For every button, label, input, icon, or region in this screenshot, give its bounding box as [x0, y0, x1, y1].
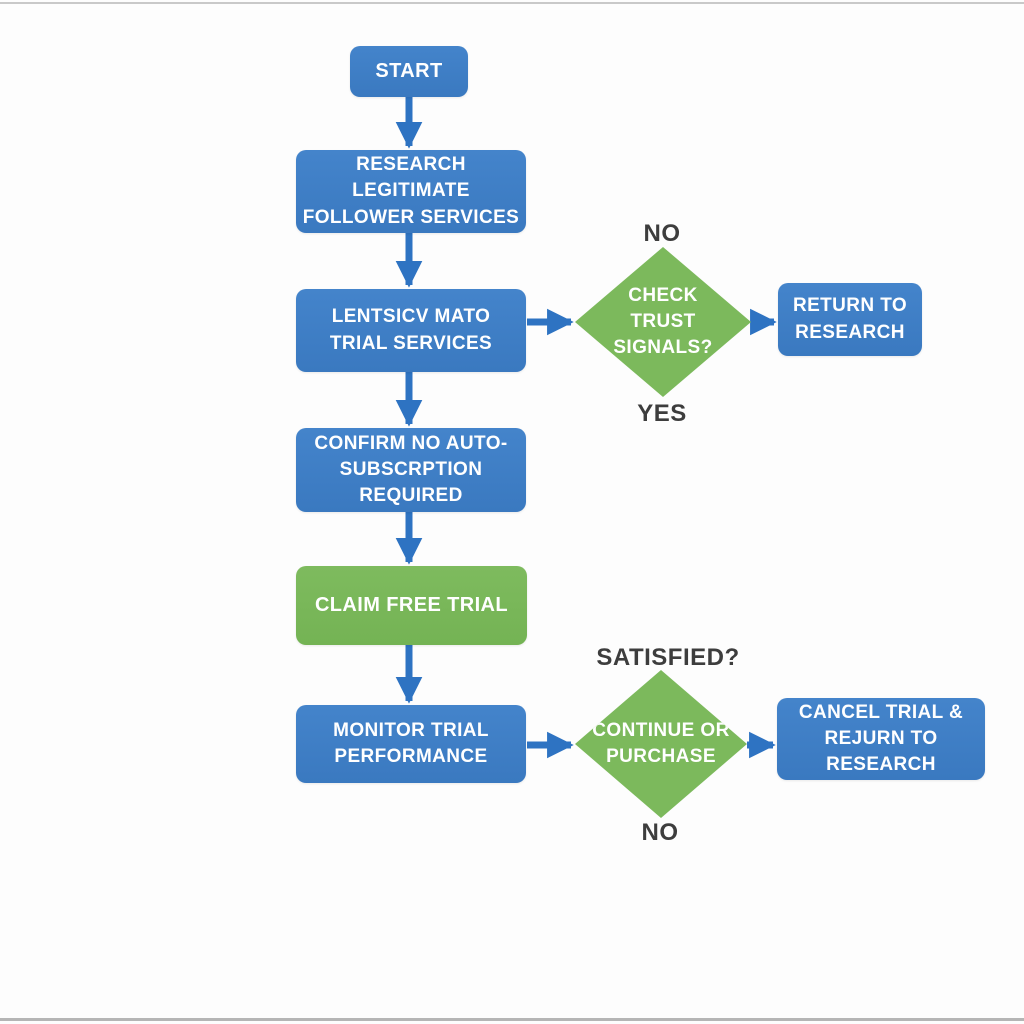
- node-continue-label-line2: PURCHASE: [606, 746, 716, 767]
- node-trial-services-label-line2: TRIAL SERVICES: [329, 332, 493, 354]
- node-claim-free-trial: CLAIM FREE TRIAL: [296, 566, 527, 645]
- edge-label-no-bottom: NO: [641, 819, 679, 846]
- node-trial-services-label-line1: LENTSICV MATO: [331, 306, 491, 328]
- node-cancel-label-line1: CANCEL TRIAL &: [798, 701, 964, 723]
- node-continue-label-line1: CONTINUE OR: [592, 719, 730, 741]
- top-border-line: [0, 2, 1024, 4]
- node-cancel-label-line2: REJURN TO RESEARCH: [824, 727, 938, 776]
- node-confirm-no-auto: CONFIRM NO AUTO- SUBSCRPTION REQUIRED: [296, 428, 526, 512]
- edge-label-yes: YES: [637, 400, 687, 427]
- edge-label-no-top: NO: [643, 220, 681, 247]
- node-return-label-line2: RESEARCH: [795, 321, 905, 343]
- node-research-label-line1: RESEARCH LEGITIMATE: [352, 154, 470, 202]
- node-return-to-research: RETURN TO RESEARCH: [778, 283, 922, 356]
- bottom-border-line: [0, 1018, 1024, 1021]
- node-check-trust-label-line1: CHECK: [628, 284, 698, 306]
- node-confirm-label-line1: CONFIRM NO AUTO-: [314, 432, 508, 454]
- node-cancel-trial: CANCEL TRIAL & REJURN TO RESEARCH: [777, 698, 985, 780]
- node-start: START: [350, 46, 468, 97]
- node-trial-services: LENTSICV MATO TRIAL SERVICES: [296, 289, 526, 372]
- node-research-label-line2: FOLLOWER SERVICES: [302, 206, 520, 228]
- node-decision-continue-purchase: CONTINUE OR PURCHASE: [575, 670, 747, 818]
- edge-label-satisfied: SATISFIED?: [596, 644, 740, 671]
- node-monitor-label-line2: PERFORMANCE: [334, 746, 488, 767]
- node-confirm-label-line2: SUBSCRPTION REQUIRED: [339, 458, 483, 507]
- node-research-services: RESEARCH LEGITIMATE FOLLOWER SERVICES: [296, 150, 526, 233]
- node-claim-label: CLAIM FREE TRIAL: [314, 593, 509, 616]
- node-monitor-performance: MONITOR TRIAL PERFORMANCE: [296, 705, 526, 783]
- node-check-trust-label-line3: SIGNALS?: [613, 337, 713, 359]
- node-start-label: START: [375, 59, 443, 82]
- node-check-trust-label-line2: TRUST: [630, 310, 696, 332]
- node-decision-check-trust: CHECK TRUST SIGNALS?: [575, 247, 751, 397]
- node-monitor-label-line1: MONITOR TRIAL: [333, 719, 489, 741]
- node-return-label-line1: RETURN TO: [792, 295, 908, 317]
